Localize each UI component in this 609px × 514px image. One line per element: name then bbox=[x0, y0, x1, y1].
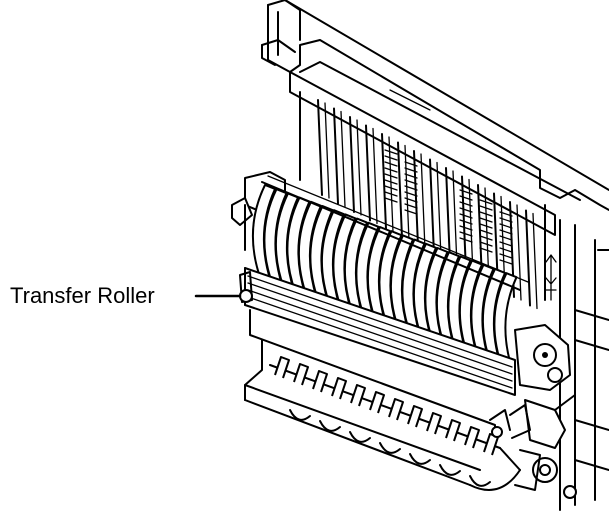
upper-panel bbox=[289, 61, 581, 310]
transfer-roller bbox=[239, 267, 516, 396]
transfer-roller-label: Transfer Roller bbox=[10, 283, 155, 308]
back-frame bbox=[261, 0, 609, 511]
guide-ribs bbox=[251, 175, 529, 372]
right-mechanism bbox=[489, 324, 577, 499]
